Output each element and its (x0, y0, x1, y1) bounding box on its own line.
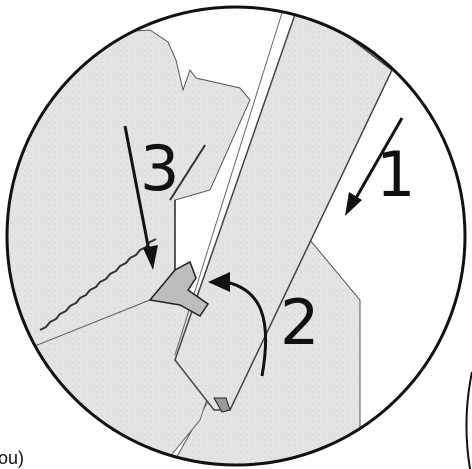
adjacent-detail-edge (466, 372, 472, 469)
step-1-label: 1 (376, 138, 415, 211)
step-2-label: 2 (280, 286, 319, 359)
step-3-label: 3 (140, 132, 179, 205)
caption-fragment: ou) (0, 448, 24, 468)
